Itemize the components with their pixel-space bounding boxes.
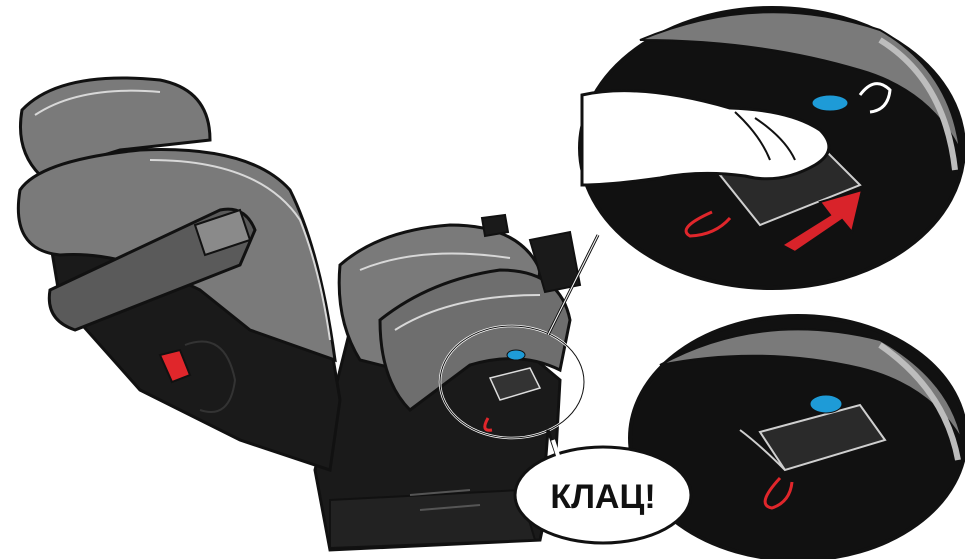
blue-indicator-small bbox=[507, 350, 525, 360]
detail-view-bottom bbox=[630, 316, 965, 559]
blue-indicator-top bbox=[812, 95, 848, 111]
detail-view-top bbox=[580, 8, 964, 288]
click-sound-label: КЛАЦ! bbox=[550, 478, 655, 516]
blue-indicator-bottom bbox=[810, 395, 842, 413]
